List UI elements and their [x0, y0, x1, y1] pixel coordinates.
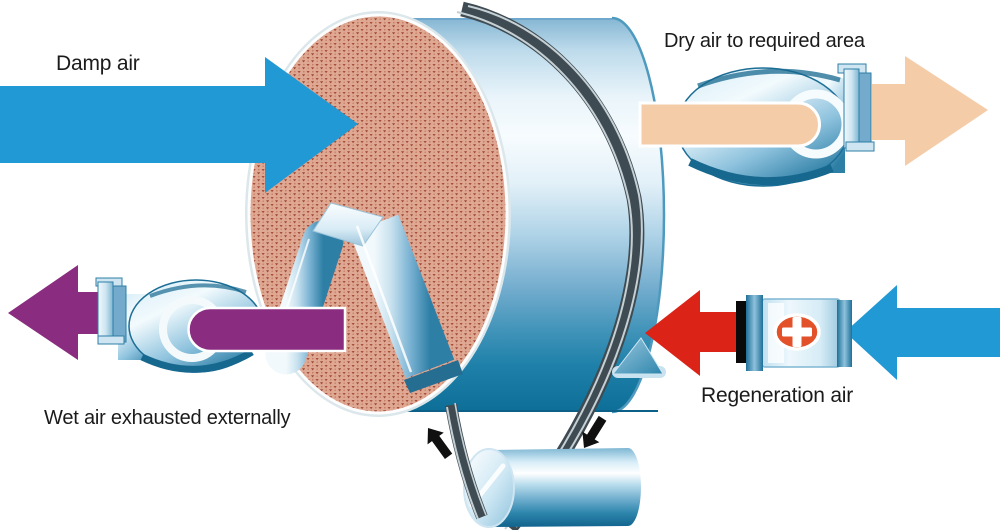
belt-direction-arrow-right: [582, 415, 607, 448]
heater-plus-icon: [773, 313, 821, 351]
damp-air-arrow: [0, 57, 358, 193]
belt-direction-arrow-left: [427, 428, 453, 459]
sector-duct-apex: [312, 202, 384, 247]
belt-stripe: [446, 406, 479, 520]
wet-duct-flange: [95, 277, 127, 345]
belt-front-run: [460, 1, 645, 530]
belt-stripe: [456, 11, 633, 530]
heater-inlet-seal: [736, 301, 747, 363]
wet-air-duct: [187, 306, 347, 353]
dry-air-label: Dry air to required area: [664, 30, 865, 52]
wet-air-label: Wet air exhausted externally: [44, 407, 291, 429]
drive-motor: [463, 448, 641, 528]
regeneration-air-arrow-cold: [845, 285, 1000, 380]
exhaust-fan-shade: [149, 283, 247, 298]
belt-stripe: [467, 5, 643, 528]
sector-duct-right-arm: [349, 214, 455, 379]
wheel-drum-end-edge: [611, 16, 666, 414]
process-fan-shade: [688, 158, 834, 186]
regeneration-air-label: Regeneration air: [701, 384, 854, 407]
regeneration-branch: [611, 285, 1000, 380]
heater-flange-left: [746, 295, 763, 371]
wet-air-arrow: [8, 265, 122, 360]
dry-air-arrow: [872, 56, 988, 166]
sector-inlet-duct: [611, 337, 664, 375]
drive-belt: [456, 1, 645, 530]
process-fan-shade: [697, 68, 841, 89]
dry-duct-flange: [837, 63, 875, 152]
dry-air-branch: [638, 56, 988, 187]
sector-duct-highlight-right: [355, 225, 413, 373]
desiccant-wheel: [245, 11, 666, 417]
belt-return-run: [445, 403, 488, 520]
drive-belt-return: [445, 402, 488, 520]
damp-air-label: Damp air: [56, 52, 140, 75]
exhaust-fan-shade: [140, 348, 254, 373]
sector-duct-right-arm-end: [404, 360, 463, 393]
wet-air-branch: [8, 265, 347, 373]
heater-box: [746, 295, 852, 371]
belt-stripe: [454, 402, 487, 516]
dry-air-duct: [638, 101, 821, 148]
regeneration-air-arrow-hot: [645, 290, 740, 376]
heater-flange-right: [837, 300, 852, 367]
